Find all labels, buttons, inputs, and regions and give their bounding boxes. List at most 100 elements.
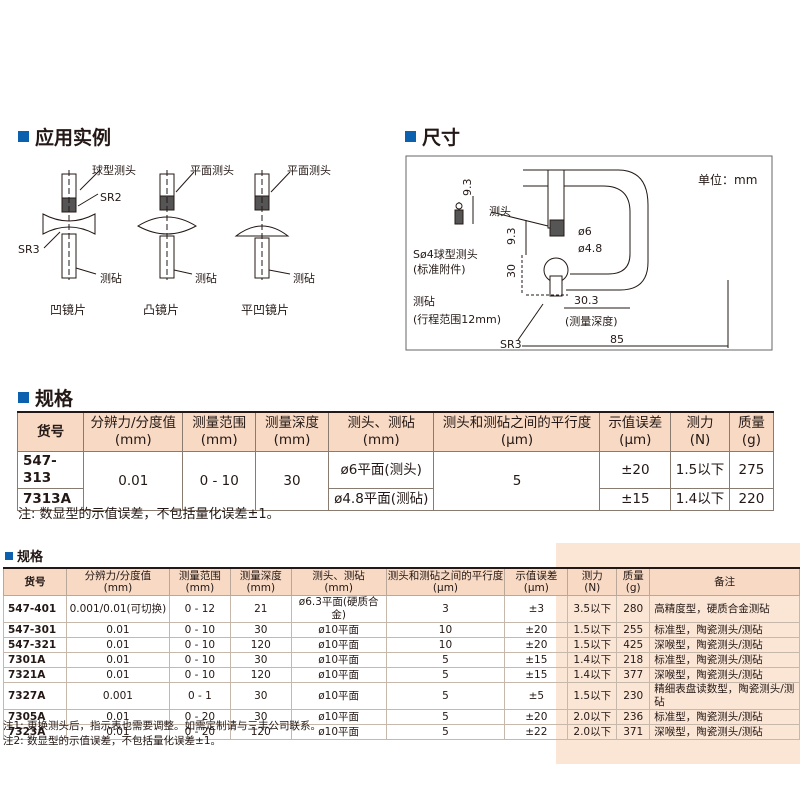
- cell-remarks: 标准型，陶瓷测头/测砧: [649, 622, 800, 638]
- label-ball-probe-std: Sø4球型测头: [413, 248, 478, 261]
- cell-mass: 218: [616, 652, 651, 668]
- cell-error: ±20: [504, 622, 569, 638]
- cell-error: ±15: [599, 488, 672, 511]
- cell-range: 0 - 10: [168, 667, 231, 683]
- label-dia-4-8: ø4.8: [578, 242, 603, 255]
- cell-error: ±15: [504, 667, 569, 683]
- col-depth: 测量深度(mm): [229, 567, 292, 596]
- cell-code: 7327A: [3, 682, 67, 710]
- cell-remarks: 标准型，陶瓷测头/测砧: [649, 709, 800, 725]
- cell-force: 2.0以下: [567, 724, 618, 740]
- cell-depth: 30: [229, 652, 292, 668]
- label-sr3: SR3: [18, 243, 40, 256]
- cell-mass: 371: [616, 724, 651, 740]
- section-application-title: 应用实例: [18, 123, 111, 150]
- col-error: 示值误差(μm): [504, 567, 569, 596]
- col-probe: 测头、测砧(mm): [327, 411, 435, 452]
- cell-parallelism: 5: [385, 682, 506, 710]
- label-anvil-2: 测砧: [195, 272, 217, 285]
- spec-table-1-header: 货号 分辨力/分度值(mm) 测量范围(mm) 测量深度(mm) 测头、测砧(m…: [16, 411, 775, 452]
- cell-parallelism: 10: [385, 622, 506, 638]
- cell-error: ±3: [504, 595, 569, 623]
- cell-depth: 120: [229, 667, 292, 683]
- cell-mass: 255: [616, 622, 651, 638]
- label-travel-range: (行程范围12mm): [413, 313, 502, 326]
- note-2a: 注1: 更换测头后，指示表也需要调整。如需定制请与三丰公司联系。: [3, 720, 322, 732]
- caption-concave-lens: 凹镜片: [50, 303, 87, 317]
- cell-mass: 236: [616, 709, 651, 725]
- cell-range: 0 - 10: [168, 652, 231, 668]
- cell-error: ±20: [504, 637, 569, 653]
- dim-85: 85: [610, 333, 624, 346]
- dim-9-3-a: 9.3: [461, 178, 474, 197]
- cell-parallelism: 5: [385, 652, 506, 668]
- spec-table-2-header: 货号分辨力/分度值(mm)测量范围(mm)测量深度(mm)测头、测砧(mm)测头…: [3, 567, 800, 596]
- cell-parallelism: 5: [385, 724, 506, 740]
- cell-mass: 425: [616, 637, 651, 653]
- label-anvil-3: 测砧: [293, 272, 315, 285]
- caption-flat-concave-lens: 平凹镜片: [241, 303, 290, 317]
- dim-30: 30: [505, 264, 518, 278]
- col-resolution: 分辨力/分度值(mm): [83, 411, 184, 452]
- cell-parallelism: 5: [385, 667, 506, 683]
- label-flat-probe-2: 平面测头: [287, 164, 331, 177]
- col-resolution: 分辨力/分度值(mm): [65, 567, 170, 596]
- col-range: 测量范围(mm): [182, 411, 257, 452]
- dimension-drawing: [405, 155, 773, 351]
- col-force: 测力(N): [670, 411, 730, 452]
- col-force: 测力(N): [567, 567, 618, 596]
- cell-parallelism: 5: [385, 709, 506, 725]
- cell-code: 7321A: [3, 667, 67, 683]
- cell-code: 547-401: [3, 595, 67, 623]
- cell-range: 0 - 20: [168, 724, 231, 740]
- cell-range: 0 - 12: [168, 595, 231, 623]
- cell-parallelism: 10: [385, 637, 506, 653]
- cell-resolution: 0.001/0.01(可切换): [65, 595, 170, 623]
- cell-probe: ø10平面: [290, 682, 387, 710]
- col-mass: 质量(g): [728, 411, 775, 452]
- cell-probe: ø10平面: [290, 667, 387, 683]
- cell-probe: ø6.3平面(硬质合金): [290, 595, 387, 623]
- label-measuring-depth: (测量深度): [565, 315, 618, 328]
- cell-resolution: 0.001: [65, 682, 170, 710]
- label-anvil: 测砧: [413, 295, 435, 308]
- col-parallelism: 测头和测砧之间的平行度(μm): [433, 411, 601, 452]
- cell-error: ±5: [504, 682, 569, 710]
- cell-resolution: 0.01: [65, 724, 170, 740]
- cell-code: 547-313: [16, 451, 85, 489]
- col-parallelism: 测头和测砧之间的平行度(μm): [385, 567, 506, 596]
- cell-parallelism: 3: [385, 595, 506, 623]
- col-range: 测量范围(mm): [168, 567, 231, 596]
- dim-9-3-b: 9.3: [505, 227, 518, 246]
- caption-convex-lens: 凸镜片: [143, 303, 180, 317]
- col-depth: 测量深度(mm): [255, 411, 329, 452]
- cell-probe: ø10平面: [290, 652, 387, 668]
- cell-error: ±20: [504, 709, 569, 725]
- cell-depth: 30: [229, 709, 292, 725]
- unit-label: 单位：mm: [698, 173, 758, 187]
- cell-force: 1.5以下: [670, 451, 730, 489]
- cell-resolution: 0.01: [65, 652, 170, 668]
- cell-remarks: 深喉型，陶瓷测头/测砧: [649, 637, 800, 653]
- square-bullet-icon: [18, 131, 29, 142]
- square-bullet-icon: [405, 131, 416, 142]
- square-bullet-icon: [18, 392, 29, 403]
- cell-probe: ø10平面: [290, 724, 387, 740]
- cell-remarks: 精细表盘读数型，陶瓷测头/测砧: [649, 682, 800, 710]
- cell-force: 1.5以下: [567, 637, 618, 653]
- cell-mass: 377: [616, 667, 651, 683]
- cell-force: 1.4以下: [567, 667, 618, 683]
- cell-remarks: 深喉型，陶瓷测头/测砧: [649, 667, 800, 683]
- cell-probe: ø10平面: [290, 622, 387, 638]
- cell-parallelism: 5: [433, 451, 601, 511]
- col-error: 示值误差(μm): [599, 411, 672, 452]
- cell-force: 1.5以下: [567, 622, 618, 638]
- cell-resolution: 0.01: [65, 637, 170, 653]
- cell-range: 0 - 10: [182, 451, 257, 511]
- cell-error: ±15: [504, 652, 569, 668]
